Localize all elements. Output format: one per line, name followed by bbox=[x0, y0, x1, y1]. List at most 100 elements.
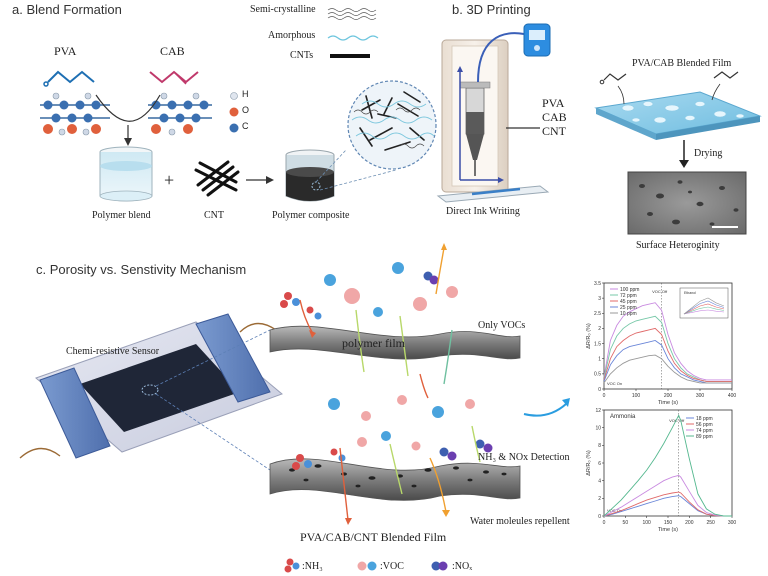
gas-molecules-bottom bbox=[292, 431, 493, 470]
legend-voc-label: :VOC bbox=[380, 561, 404, 572]
y-tick-label: 2 bbox=[598, 496, 601, 502]
legend-voc-icon bbox=[357, 561, 377, 571]
polymer-blend-beaker bbox=[99, 146, 153, 202]
legend-label: 56 ppm bbox=[696, 422, 713, 428]
y-tick-label: 3 bbox=[598, 296, 601, 302]
legend-label: 100 ppm bbox=[620, 287, 639, 293]
polymer-composite-label: Polymer composite bbox=[272, 210, 350, 221]
cnts-label: CNTs bbox=[290, 50, 314, 61]
y-tick-label: 1 bbox=[598, 357, 601, 363]
blended-film-illustration bbox=[594, 71, 762, 140]
water-repellent-label: Water moleules repellent bbox=[470, 516, 570, 527]
cnt-bundle-icon bbox=[194, 160, 240, 197]
series-line bbox=[603, 302, 732, 381]
legend-label: 25 ppm bbox=[620, 305, 637, 311]
cnt-label: CNT bbox=[204, 210, 224, 221]
carbon-atom-icon bbox=[229, 123, 239, 133]
polymer-composite-beaker bbox=[285, 149, 335, 202]
direct-ink-writing-label: Direct Ink Writing bbox=[446, 206, 520, 217]
x-axis-label: Time (s) bbox=[658, 400, 678, 406]
chart-title: Ammonia bbox=[610, 414, 636, 420]
y-tick-label: 2 bbox=[598, 326, 601, 332]
x-tick-label: 300 bbox=[728, 520, 737, 526]
inset-series bbox=[683, 306, 725, 315]
plot-frame bbox=[603, 409, 733, 517]
only-vocs-label: Only VOCs bbox=[478, 320, 526, 331]
blended-film-label: PVA/CAB Blended Film bbox=[632, 58, 732, 69]
plus-sign: + bbox=[164, 170, 175, 190]
polymer-blend-label: Polymer blend bbox=[92, 210, 151, 221]
x-tick-label: 50 bbox=[623, 520, 629, 526]
y-tick-label: 0 bbox=[598, 514, 601, 520]
voc-on-annotation: VOC On bbox=[607, 381, 622, 386]
blended-film-bottom-label: PVA/CAB/CNT Blended Film bbox=[300, 530, 447, 544]
legend-nh3-icon bbox=[284, 558, 300, 573]
carbon-label: C bbox=[242, 121, 249, 131]
y-tick-label: 6 bbox=[598, 461, 601, 467]
x-tick-label: 400 bbox=[728, 393, 737, 399]
ink-pva-label: PVA bbox=[542, 96, 565, 110]
x-axis-label: Time (s) bbox=[658, 527, 678, 533]
series-line bbox=[603, 414, 732, 517]
gas-molecules-top bbox=[280, 262, 458, 320]
polymer-film-top bbox=[269, 325, 521, 360]
x-tick-label: 100 bbox=[642, 520, 651, 526]
hydrogen-atom-icon bbox=[230, 92, 238, 100]
pva-molecule-model bbox=[40, 92, 110, 136]
composite-zoom-network bbox=[347, 80, 437, 170]
x-tick-label: 250 bbox=[706, 520, 715, 526]
series-line bbox=[603, 354, 732, 384]
legend-label: 18 ppm bbox=[696, 416, 713, 422]
legend-label: 10 ppm bbox=[620, 311, 637, 317]
y-axis-label: ΔR/R₀ (%) bbox=[586, 450, 592, 476]
x-tick-label: 200 bbox=[664, 393, 673, 399]
legend-label: 89 ppm bbox=[696, 434, 713, 440]
legend-nh3-label: :NH₃ bbox=[302, 561, 323, 572]
x-tick-label: 100 bbox=[632, 393, 641, 399]
pressure-controller-icon bbox=[523, 23, 551, 57]
porous-blended-film bbox=[269, 458, 521, 501]
pva-label: PVA bbox=[54, 44, 77, 58]
semi-crystalline-label: Semi-crystalline bbox=[250, 4, 316, 15]
panel-c-title: c. Porosity vs. Senstivity Mechanism bbox=[36, 262, 247, 277]
inset-series bbox=[683, 300, 725, 315]
amorphous-label: Amorphous bbox=[268, 30, 316, 41]
semi-crystalline-legend-icon bbox=[327, 8, 377, 20]
y-tick-label: 1.5 bbox=[594, 341, 601, 347]
chemiresistive-sensor-illustration bbox=[19, 313, 283, 459]
nh3-nox-detection-label: NH₃ & NOx Detection bbox=[478, 452, 570, 463]
y-tick-label: 8 bbox=[598, 443, 601, 449]
amorphous-legend-icon bbox=[327, 35, 379, 41]
legend-label: 72 ppm bbox=[620, 293, 637, 299]
series-line bbox=[603, 327, 732, 382]
panel-a-title: a. Blend Formation bbox=[12, 2, 122, 17]
inset-series bbox=[683, 309, 725, 315]
series-line bbox=[603, 474, 732, 517]
ink-cab-label: CAB bbox=[542, 110, 567, 124]
sensor-label: Chemi-resistive Sensor bbox=[66, 346, 160, 357]
x-tick-label: 150 bbox=[664, 520, 673, 526]
x-tick-label: 300 bbox=[696, 393, 705, 399]
y-tick-label: 3.5 bbox=[594, 281, 601, 287]
sem-surface-image bbox=[627, 171, 747, 235]
legend-nox-label: :NOₓ bbox=[452, 561, 473, 572]
legend-nox-icon bbox=[431, 561, 448, 571]
inset-series bbox=[683, 303, 725, 315]
cab-label: CAB bbox=[160, 44, 185, 58]
x-tick-label: 0 bbox=[603, 520, 606, 526]
series-line bbox=[603, 491, 732, 517]
gas-molecules-middle bbox=[328, 395, 475, 421]
3d-printer-illustration bbox=[441, 32, 525, 193]
surface-heterogeneity-label: Surface Heteroginity bbox=[636, 240, 720, 251]
cab-molecule-model bbox=[148, 92, 212, 136]
voc-off-annotation: VOC Off bbox=[652, 289, 668, 294]
x-tick-label: 0 bbox=[603, 393, 606, 399]
inset-label: Ethanol bbox=[684, 291, 696, 295]
y-tick-label: 0.5 bbox=[594, 372, 601, 378]
cnt-legend-icon bbox=[330, 54, 370, 58]
legend-label: 45 ppm bbox=[620, 299, 637, 305]
